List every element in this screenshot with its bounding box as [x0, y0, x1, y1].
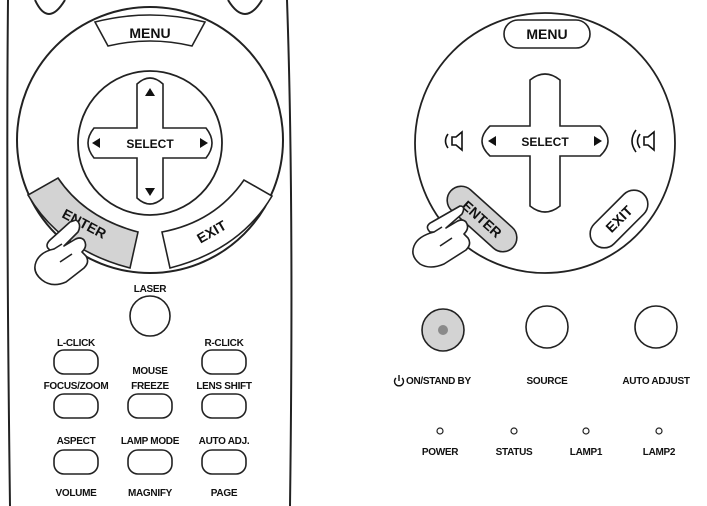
- remote-auto-adj-label: AUTO ADJ.: [199, 436, 250, 447]
- pointing-hand-icon: [412, 205, 471, 268]
- panel-select-label: SELECT: [521, 135, 569, 149]
- remote-lamp-mode-label: LAMP MODE: [121, 436, 180, 447]
- remote-menu-label: MENU: [129, 25, 170, 41]
- arrow-left-icon[interactable]: [92, 138, 100, 148]
- volume-down-icon[interactable]: [444, 130, 463, 152]
- indicator-lamp1-label: LAMP1: [570, 447, 603, 458]
- remote-lens-shift-button[interactable]: [201, 393, 247, 419]
- indicator-power-led: [436, 427, 444, 435]
- remote-l-click-button[interactable]: [53, 349, 99, 375]
- remote-select-cross[interactable]: [87, 77, 213, 205]
- remote-mouse-label: MOUSE: [132, 366, 168, 377]
- remote-body-left-edge: [6, 0, 11, 506]
- remote-focus-zoom-label: FOCUS/ZOOM: [44, 381, 109, 392]
- arrow-left-icon[interactable]: [488, 136, 496, 146]
- panel-on-standby-label: ON/STAND BY: [406, 376, 471, 387]
- remote-volume-button[interactable]: [53, 449, 99, 475]
- indicator-power-label: POWER: [422, 447, 459, 458]
- arrow-right-icon[interactable]: [594, 136, 602, 146]
- remote-lens-shift-label: LENS SHIFT: [196, 381, 252, 392]
- remote-laser-button[interactable]: [129, 295, 171, 337]
- remote-magnify-button[interactable]: [127, 449, 173, 475]
- remote-exit-button[interactable]: EXIT: [161, 178, 274, 269]
- panel-menu-label: MENU: [526, 26, 567, 42]
- indicator-lamp2-led: [655, 427, 663, 435]
- arrow-right-icon[interactable]: [200, 138, 208, 148]
- remote-r-click-label: R-CLICK: [204, 338, 244, 349]
- remote-page-button[interactable]: [201, 449, 247, 475]
- remote-magnify-label: MAGNIFY: [128, 488, 173, 499]
- remote-control: MENU ENTER EXIT SELECT LASER: [6, 0, 293, 506]
- remote-freeze-label: FREEZE: [131, 381, 169, 392]
- remote-page-label: PAGE: [211, 488, 238, 499]
- remote-l-click-label: L-CLICK: [57, 338, 96, 349]
- remote-top-left-button: [34, 0, 66, 15]
- indicator-status-led: [510, 427, 518, 435]
- remote-laser-label: LASER: [134, 284, 167, 295]
- panel-menu-button[interactable]: MENU: [503, 19, 591, 49]
- remote-freeze-button[interactable]: [127, 393, 173, 419]
- remote-r-click-button[interactable]: [201, 349, 247, 375]
- panel-auto-adjust-label: AUTO ADJUST: [622, 376, 689, 387]
- remote-body-right-edge: [286, 0, 293, 506]
- remote-volume-label: VOLUME: [56, 488, 98, 499]
- remote-aspect-label: ASPECT: [57, 436, 96, 447]
- pointing-hand-icon: [34, 219, 89, 286]
- remote-menu-button[interactable]: MENU: [93, 14, 207, 47]
- indicator-lamp1-led: [582, 427, 590, 435]
- remote-focus-zoom-button[interactable]: [53, 393, 99, 419]
- volume-up-icon[interactable]: [631, 129, 655, 153]
- panel-source-button[interactable]: [525, 305, 569, 349]
- indicator-lamp2-label: LAMP2: [643, 447, 676, 458]
- arrow-up-icon[interactable]: [145, 88, 155, 96]
- panel-source-label: SOURCE: [527, 376, 569, 387]
- projector-panel: MENU SELECT ENTER EXIT: [393, 12, 690, 458]
- arrow-down-icon[interactable]: [145, 188, 155, 196]
- panel-select-cross[interactable]: [481, 73, 609, 213]
- indicator-status-label: STATUS: [496, 447, 533, 458]
- remote-select-label: SELECT: [126, 137, 174, 151]
- panel-power-dot: [438, 325, 448, 335]
- remote-top-right-button: [227, 0, 263, 15]
- power-icon: [393, 375, 405, 387]
- panel-auto-adjust-button[interactable]: [634, 305, 678, 349]
